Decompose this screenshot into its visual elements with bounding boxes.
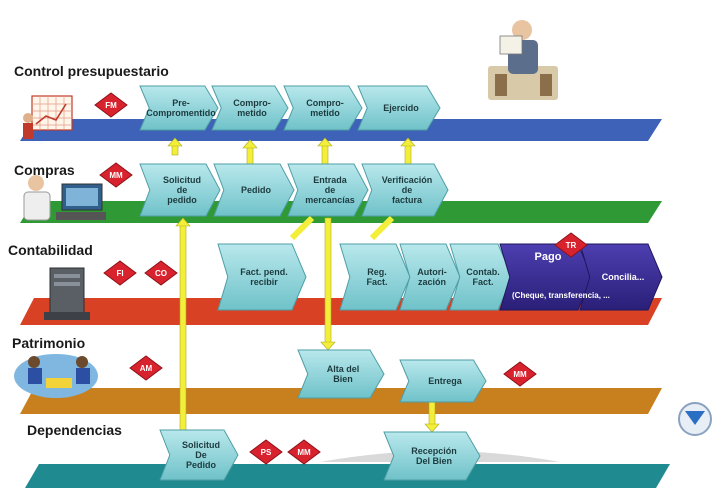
step-reg-fact: Reg.Fact.	[339, 243, 411, 311]
step-label-line: Ejercido	[383, 103, 419, 113]
svg-text:AM: AM	[140, 364, 153, 373]
step-label-line: Contab.	[466, 267, 500, 277]
payment-methods-note: (Cheque, transferencia, ...	[512, 291, 610, 300]
connector-entrada-to-comprometido	[317, 137, 333, 169]
lane-label-control: Control presupuestario	[14, 63, 169, 79]
step-pre-compromiso: Pre-Compromentido	[139, 85, 219, 131]
connector-entrada-to-factpend	[289, 215, 315, 241]
step-autorizacion: Autori-zación	[399, 243, 461, 311]
lane-band-depend	[25, 464, 670, 488]
svg-text:MM: MM	[513, 370, 527, 379]
connector-dependencias-to-solicitud	[175, 217, 191, 456]
step-label-line: Entrega	[428, 376, 463, 386]
scroll-down-icon	[685, 411, 705, 425]
step-label-line: pedido	[167, 195, 197, 205]
connector-entrada-to-alta	[320, 217, 336, 351]
badge-mm2: MM	[503, 361, 537, 387]
step-label-line: Pedido	[241, 185, 272, 195]
badge-mm1: MM	[99, 162, 133, 188]
step-label-line: Compro-	[233, 98, 271, 108]
step-label-line: Entrada	[313, 175, 348, 185]
step-label-line: Verificación	[382, 175, 433, 185]
step-pago: Pago	[499, 243, 593, 311]
step-label-line: Pago	[535, 251, 562, 263]
step-entrega: Entrega	[399, 359, 487, 403]
badge-co: CO	[144, 260, 178, 286]
step-label-line: metido	[237, 108, 267, 118]
badge-ps: PS	[249, 439, 283, 465]
svg-text:CO: CO	[155, 269, 167, 278]
step-pedido: Pedido	[213, 163, 295, 217]
step-label-line: de	[402, 185, 413, 195]
step-label-line: Concilia...	[602, 272, 645, 282]
step-label-line: zación	[418, 277, 446, 287]
meeting-people-icon	[14, 354, 98, 398]
step-comprometido: Compro-metido	[211, 85, 289, 131]
badge-fi: FI	[103, 260, 137, 286]
svg-text:PS: PS	[261, 448, 272, 457]
step-fact-pend-recibir: Fact. pend.recibir	[217, 243, 307, 311]
step-label-line: recibir	[250, 277, 278, 287]
lane-label-patrimonio: Patrimonio	[12, 335, 86, 351]
step-label-line: Pedido	[186, 460, 217, 470]
badge-am: AM	[129, 355, 163, 381]
step-label-line: factura	[392, 195, 423, 205]
lane-label-compras: Compras	[14, 162, 75, 178]
step-label-line: Del Bien	[416, 456, 452, 466]
step-comprometido-2: Compro-metido	[283, 85, 363, 131]
server-computer-icon	[44, 267, 90, 320]
step-label-line: Solicitud	[182, 440, 220, 450]
step-contab-fact: Contab.Fact.	[449, 243, 513, 311]
step-conciliacion: Concilia...	[579, 243, 663, 311]
computer-operator-icon	[23, 175, 106, 221]
step-label-line: Compromentido	[146, 108, 216, 118]
badge-fm: FM	[94, 92, 128, 118]
step-label-line: metido	[310, 108, 340, 118]
step-label-line: Alta del	[327, 364, 360, 374]
svg-text:FM: FM	[105, 101, 117, 110]
step-label-line: mercancías	[305, 195, 355, 205]
lane-label-dependencias: Dependencias	[27, 422, 122, 438]
scroll-down-button[interactable]	[678, 402, 712, 436]
badge-mm3: MM	[287, 439, 321, 465]
svg-text:FI: FI	[116, 269, 123, 278]
step-label-line: de	[325, 185, 336, 195]
step-label-line: De	[195, 450, 207, 460]
step-label-line: Bien	[333, 374, 353, 384]
connector-solicitud-to-precompromiso	[167, 137, 183, 156]
step-label-line: Recepción	[411, 446, 457, 456]
svg-text:MM: MM	[109, 171, 123, 180]
lane-label-contabilidad: Contabilidad	[8, 242, 93, 258]
badge-tr: TR	[554, 232, 588, 258]
step-label-line: Reg.	[367, 267, 387, 277]
accountant-reading-icon	[488, 20, 558, 100]
step-label-line: de	[177, 185, 188, 195]
step-label-line: Pre-	[172, 98, 190, 108]
svg-text:TR: TR	[566, 241, 577, 250]
chart-presenter-icon	[23, 95, 73, 139]
step-label-line: Autori-	[417, 267, 447, 277]
connector-verificacion-to-ejercido	[400, 137, 416, 169]
step-label-line: Compro-	[306, 98, 344, 108]
step-label-line: Solicitud	[163, 175, 201, 185]
connector-verificacion-to-regfact	[369, 215, 395, 241]
step-label-line: Fact. pend.	[240, 267, 288, 277]
step-label-line: Fact.	[472, 277, 493, 287]
svg-text:MM: MM	[297, 448, 311, 457]
step-label-line: Fact.	[366, 277, 387, 287]
step-ejercido: Ejercido	[357, 85, 441, 131]
